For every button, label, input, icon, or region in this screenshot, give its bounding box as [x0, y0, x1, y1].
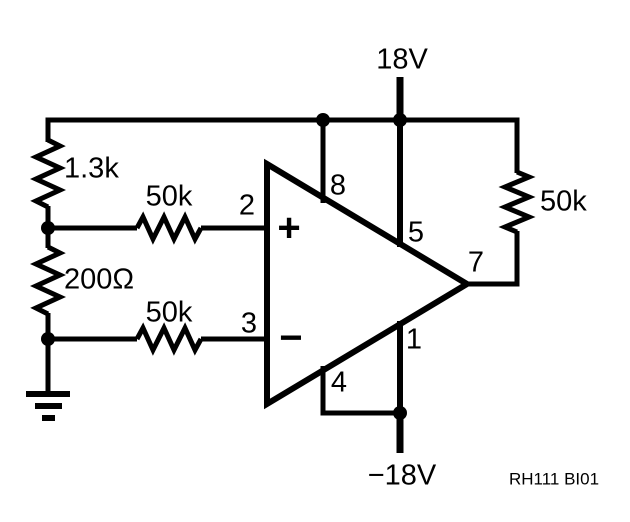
- junction-dot-divider-top: [41, 221, 55, 235]
- figure-caption: RH111 BI01: [508, 469, 600, 489]
- label-resistor-1k3: 1.3k: [64, 152, 119, 185]
- resistor-50k-inv-zigzag: [134, 322, 204, 356]
- pin-label-4: 4: [330, 366, 348, 399]
- pin-label-8: 8: [329, 169, 347, 202]
- junction-dot-divider-bottom: [41, 332, 55, 346]
- label-resistor-50k-inv: 50k: [145, 296, 193, 329]
- pin-label-3: 3: [240, 307, 258, 340]
- pin-label-2: 2: [238, 189, 256, 222]
- resistor-1k3-zigzag: [29, 137, 67, 210]
- label-resistor-50k-out: 50k: [540, 185, 587, 218]
- resistor-200ohm-zigzag: [29, 244, 67, 317]
- junction-dot-pin8-rail: [316, 113, 330, 127]
- opamp-triangle: [264, 158, 473, 410]
- opamp-minus-symbol: −: [279, 316, 303, 360]
- wire-output: [467, 231, 520, 287]
- resistor-50k-out-zigzag: [498, 169, 536, 235]
- wire-top-rail: [45, 117, 520, 173]
- junction-dot-supply-rail: [393, 113, 407, 127]
- pin-label-7: 7: [467, 246, 485, 279]
- label-positive-supply: 18V: [376, 43, 428, 76]
- pin-label-1: 1: [405, 323, 423, 356]
- label-resistor-50k-noninv: 50k: [145, 180, 193, 213]
- junction-dot-neg-supply: [393, 406, 407, 420]
- opamp-plus-symbol: +: [277, 206, 301, 250]
- pin-label-5: 5: [407, 216, 425, 249]
- resistor-50k-noninv-zigzag: [134, 211, 204, 245]
- label-resistor-200ohm: 200Ω: [64, 263, 135, 296]
- label-negative-supply: −18V: [367, 459, 437, 492]
- wire-pin4: [320, 366, 400, 416]
